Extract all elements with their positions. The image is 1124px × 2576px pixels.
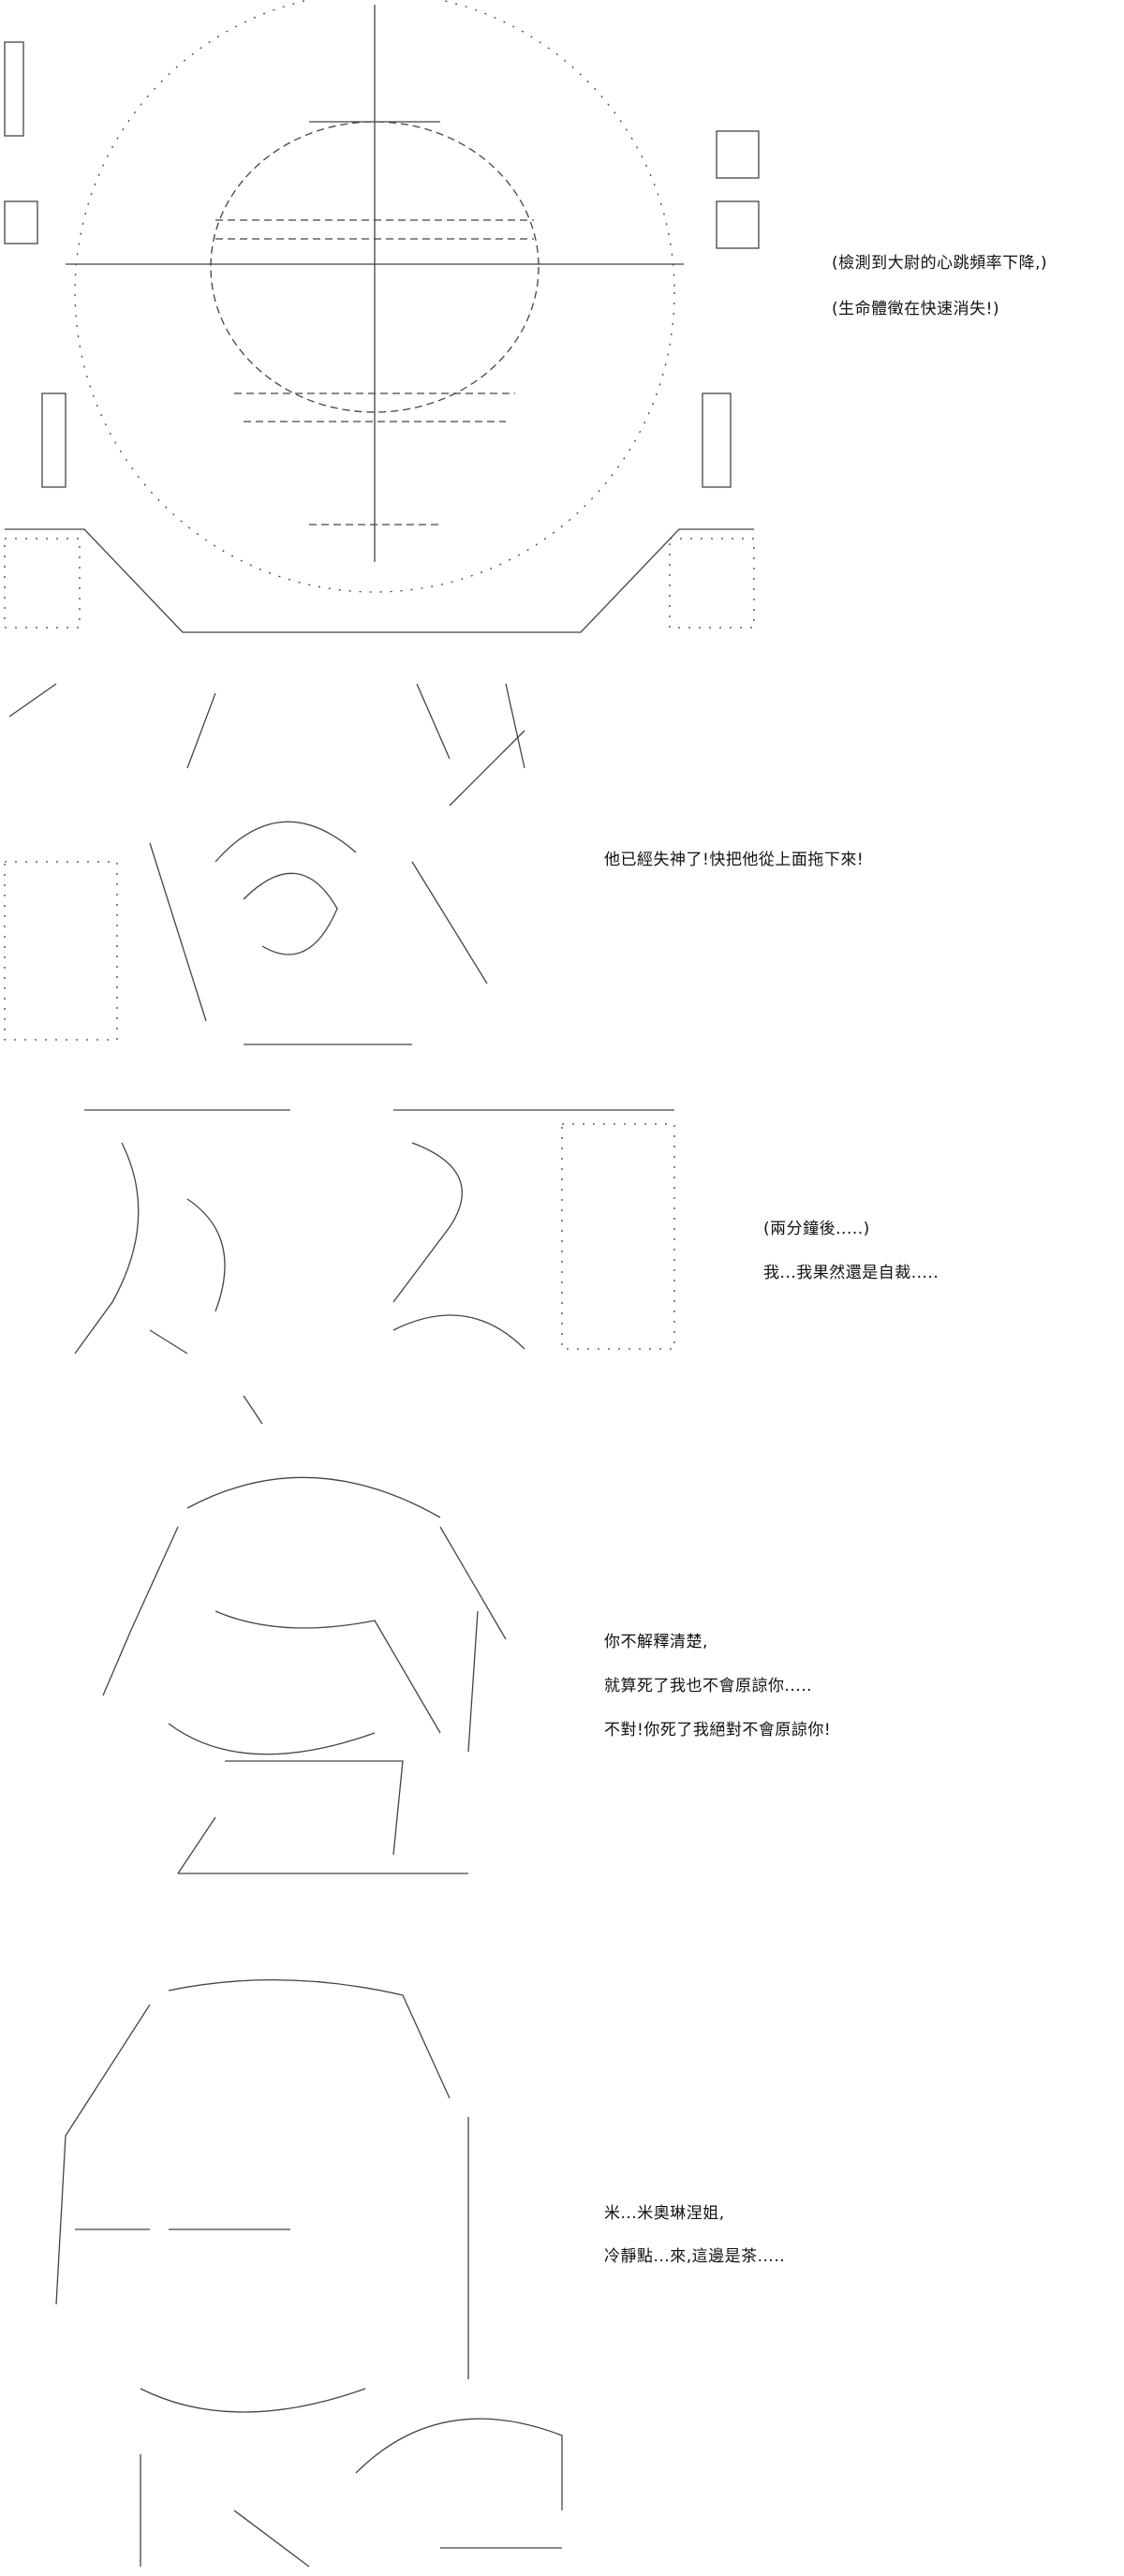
dialogue-line: 米...米奧琳涅姐, xyxy=(604,2204,725,2223)
dialogue-line: 你不解釋清楚, xyxy=(604,1633,708,1651)
dialogue-line: 不對!你死了我絕對不會原諒你! xyxy=(604,1721,832,1740)
dialogue-line: 我...我果然還是自裁..... xyxy=(763,1264,939,1282)
crying-character-ascii-art xyxy=(102,1395,507,1874)
dialogue-line: (兩分鐘後.....) xyxy=(763,1220,870,1238)
characters-ascii-art xyxy=(74,1109,675,1355)
dialogue-line: (生命體徵在快速消失!) xyxy=(832,300,1000,318)
tea-scene-ascii-art xyxy=(55,1979,563,2568)
reticle-ascii-art xyxy=(4,0,760,633)
dialogue-line: 就算死了我也不會原諒你..... xyxy=(604,1677,813,1695)
dialogue-line: 他已經失神了!快把他從上面拖下來! xyxy=(604,851,865,869)
dialogue-line: 冷靜點...來,這邊是茶..... xyxy=(604,2247,786,2266)
struggle-ascii-art xyxy=(4,683,525,1045)
dialogue-line: (檢測到大尉的心跳頻率下降,) xyxy=(832,254,1048,273)
